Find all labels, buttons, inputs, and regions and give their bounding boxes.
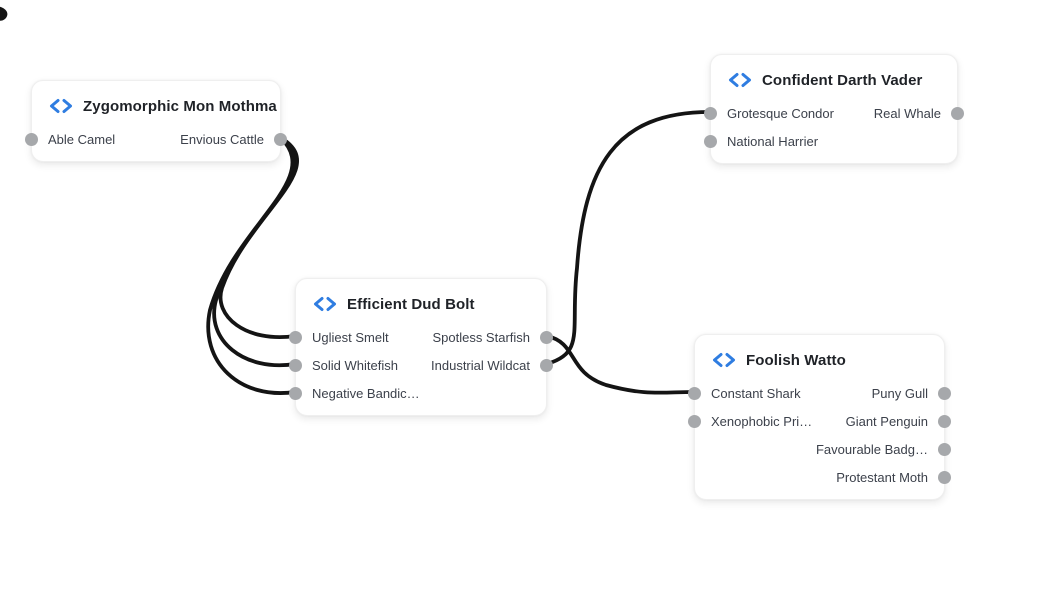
code-icon xyxy=(50,99,72,113)
edge-spotless-starfish-to-constant-shark[interactable] xyxy=(545,334,696,395)
input-port-ugliest-smelt[interactable] xyxy=(289,330,302,344)
port-row: Solid Whitefish Industrial Wildcat xyxy=(289,351,553,379)
output-label-envious-cattle: Envious Cattle xyxy=(180,131,264,147)
output-port-industrial-wildcat[interactable] xyxy=(540,358,553,372)
node-confident-darth-vader[interactable]: Confident Darth Vader Grotesque Condor R… xyxy=(704,54,964,164)
output-label-puny-gull: Puny Gull xyxy=(871,385,928,401)
input-label-negative-bandic: Negative Bandic… xyxy=(312,385,420,401)
node-header: Efficient Dud Bolt xyxy=(296,293,546,315)
input-label-xenophobic-pri: Xenophobic Pri… xyxy=(711,413,813,429)
output-label-protestant-moth: Protestant Moth xyxy=(836,469,928,485)
input-port-xenophobic-pri[interactable] xyxy=(688,414,701,428)
port-row: Grotesque Condor Real Whale xyxy=(704,99,964,127)
output-label-favourable-badg: Favourable Badg… xyxy=(815,441,928,457)
output-port-puny-gull[interactable] xyxy=(938,386,951,400)
edge-industrial-wildcat-to-grotesque-condor[interactable] xyxy=(545,110,712,366)
port-row: Constant Shark Puny Gull xyxy=(688,379,951,407)
input-label-grotesque-condor: Grotesque Condor xyxy=(727,105,834,121)
output-label-industrial-wildcat: Industrial Wildcat xyxy=(431,357,530,373)
output-port-favourable-badg[interactable] xyxy=(938,442,951,456)
node-title: Efficient Dud Bolt xyxy=(347,295,475,313)
output-port-real-whale[interactable] xyxy=(951,106,964,120)
output-port-protestant-moth[interactable] xyxy=(938,470,951,484)
port-row: Protestant Moth xyxy=(695,463,951,491)
node-header: Confident Darth Vader xyxy=(711,69,957,91)
port-row: Ugliest Smelt Spotless Starfish xyxy=(289,323,553,351)
input-port-solid-whitefish[interactable] xyxy=(289,358,302,372)
input-label-ugliest-smelt: Ugliest Smelt xyxy=(312,329,389,345)
node-efficient-dud-bolt[interactable]: Efficient Dud Bolt Ugliest Smelt Spotles… xyxy=(289,278,553,416)
edge-envious-cattle-to-ugliest-smelt[interactable] xyxy=(218,136,299,339)
output-port-envious-cattle[interactable] xyxy=(274,132,287,146)
input-label-constant-shark: Constant Shark xyxy=(711,385,801,401)
node-zygomorphic-mon-mothma[interactable]: Zygomorphic Mon Mothma Able Camel Enviou… xyxy=(25,80,287,162)
port-row: Negative Bandic… xyxy=(289,379,546,407)
output-label-real-whale: Real Whale xyxy=(873,105,941,121)
node-title: Foolish Watto xyxy=(746,351,846,369)
node-foolish-watto[interactable]: Foolish Watto Constant Shark Puny Gull X… xyxy=(688,334,951,500)
edge-offscreen-stub xyxy=(0,6,8,21)
input-label-able-camel: Able Camel xyxy=(48,131,116,147)
code-icon xyxy=(729,73,751,87)
node-title: Confident Darth Vader xyxy=(762,71,923,89)
input-port-able-camel[interactable] xyxy=(25,132,38,146)
input-port-national-harrier[interactable] xyxy=(704,134,717,148)
port-row: Xenophobic Pri… Giant Penguin xyxy=(688,407,951,435)
port-row: Able Camel Envious Cattle xyxy=(25,125,287,153)
port-row: National Harrier xyxy=(704,127,957,155)
input-label-solid-whitefish: Solid Whitefish xyxy=(312,357,398,373)
node-header: Foolish Watto xyxy=(695,349,944,371)
node-header: Zygomorphic Mon Mothma xyxy=(32,95,280,117)
input-port-grotesque-condor[interactable] xyxy=(704,106,717,120)
input-label-national-harrier: National Harrier xyxy=(727,133,819,149)
edge-envious-cattle-to-solid-whitefish[interactable] xyxy=(212,136,297,368)
input-port-constant-shark[interactable] xyxy=(688,386,701,400)
output-port-giant-penguin[interactable] xyxy=(938,414,951,428)
output-label-giant-penguin: Giant Penguin xyxy=(845,413,928,429)
output-port-spotless-starfish[interactable] xyxy=(540,330,553,344)
port-row: Favourable Badg… xyxy=(695,435,951,463)
edge-envious-cattle-to-negative-bandic[interactable] xyxy=(206,136,297,395)
code-icon xyxy=(314,297,336,311)
input-port-negative-bandic[interactable] xyxy=(289,386,302,400)
output-label-spotless-starfish: Spotless Starfish xyxy=(432,329,530,345)
code-icon xyxy=(713,353,735,367)
node-title: Zygomorphic Mon Mothma xyxy=(83,97,277,115)
